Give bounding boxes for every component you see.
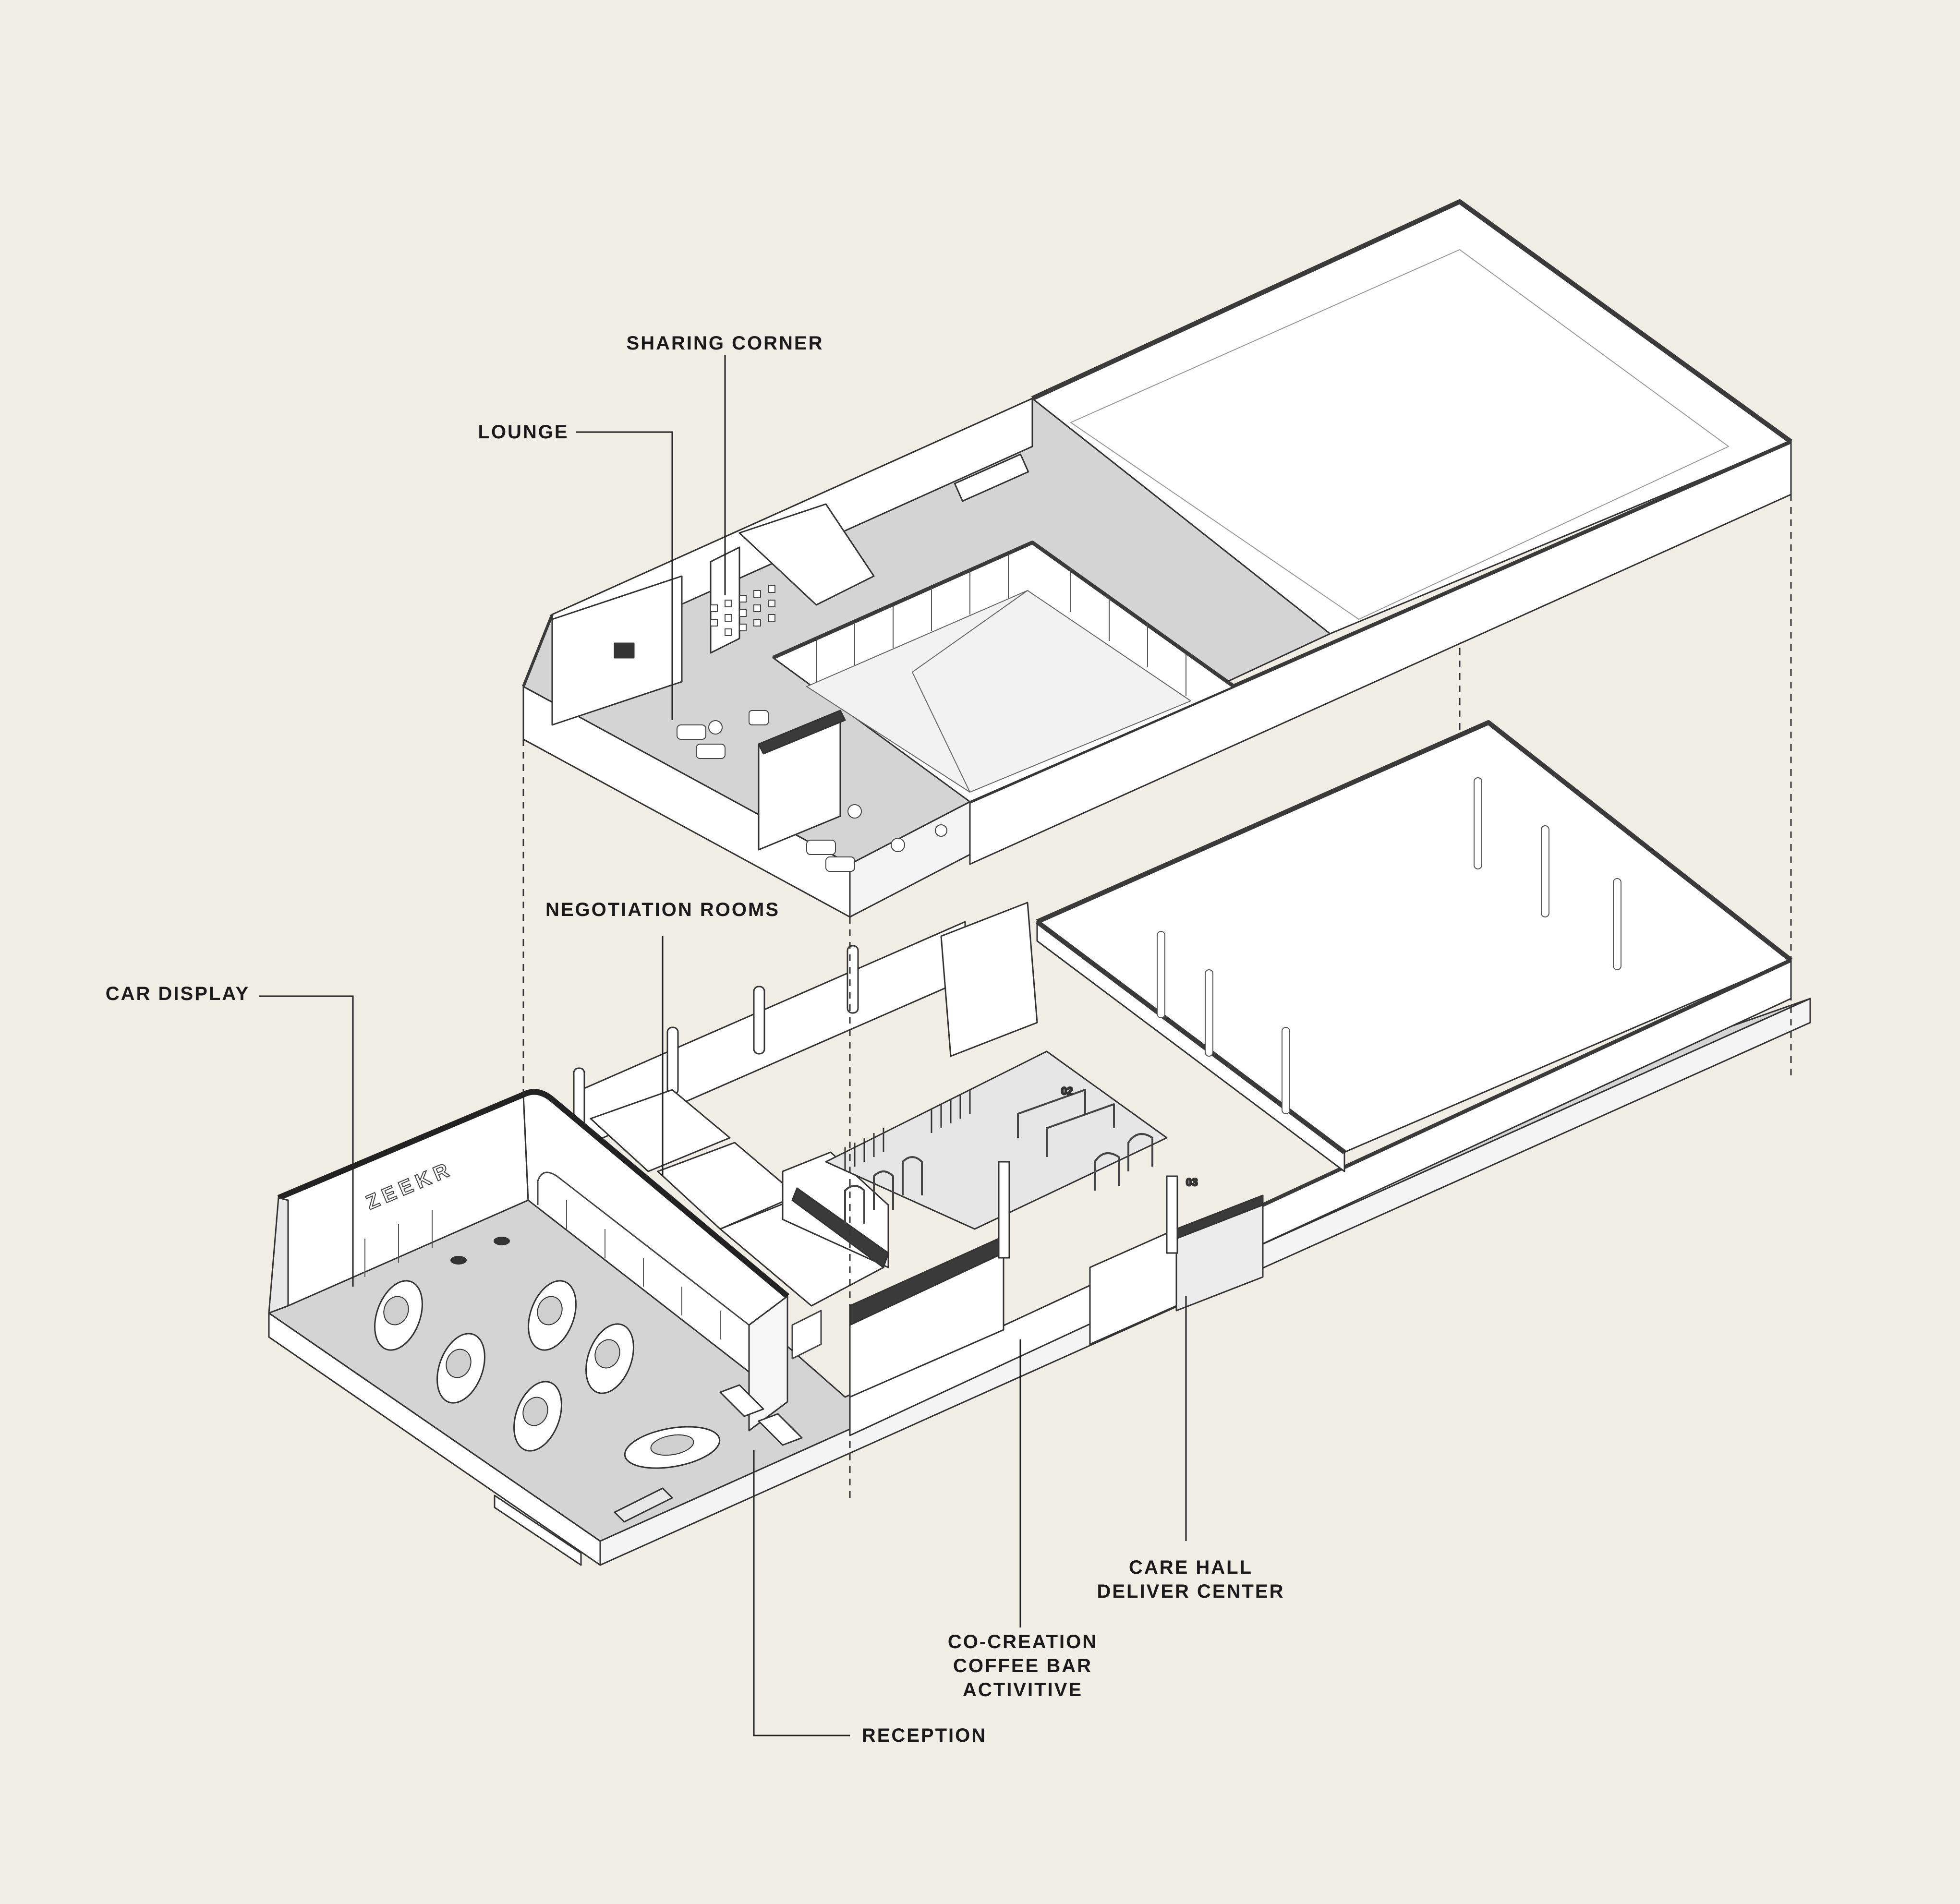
ground-room-dark-top bbox=[791, 1187, 889, 1268]
ground-showroom-left-end bbox=[268, 1197, 289, 1314]
ground-hall-wall-edge bbox=[1262, 958, 1792, 1207]
ground-column-cocreation bbox=[998, 1161, 1010, 1259]
upper-room-service bbox=[738, 503, 875, 606]
upper-left-edge bbox=[522, 614, 554, 687]
upper-atrium-floor bbox=[806, 590, 1191, 793]
ground-hall-divider-edge bbox=[1036, 920, 1346, 1154]
ground-hall-columns bbox=[1157, 777, 1621, 1114]
upper-skylight bbox=[954, 453, 1029, 502]
upper-furniture bbox=[677, 710, 947, 872]
ground-floor: ZEEKR bbox=[268, 720, 1811, 1566]
atrium-diagonal-1 bbox=[912, 590, 1028, 673]
ground-care-hall-wall bbox=[1089, 1228, 1177, 1345]
ground-hall-roof bbox=[1036, 722, 1792, 1153]
ground-plinth-step bbox=[494, 1494, 582, 1566]
zone-02-label: 02 bbox=[1061, 1085, 1073, 1097]
ground-glass-frames bbox=[844, 1089, 1153, 1224]
ground-reception-tables bbox=[614, 1384, 803, 1523]
upper-terrace-inner bbox=[1070, 249, 1729, 620]
atrium-diagonal-2 bbox=[912, 672, 970, 793]
reception-mat bbox=[614, 1487, 673, 1523]
ground-hall-parapet bbox=[1036, 720, 1793, 962]
ground-logo-plaque bbox=[791, 1310, 822, 1360]
leader-lounge bbox=[576, 431, 673, 720]
upper-atrium-mullions bbox=[816, 554, 1186, 696]
ground-column-care bbox=[1166, 1175, 1178, 1254]
ground-service-block bbox=[940, 902, 1038, 1057]
upper-atrium-glass-edge bbox=[772, 541, 1235, 688]
ground-showroom-arch bbox=[537, 1171, 750, 1326]
upper-lounge-partition-top bbox=[758, 710, 846, 755]
upper-floor bbox=[522, 199, 1792, 918]
ground-negotiation-room-1 bbox=[590, 1089, 731, 1172]
ground-showroom-glazing bbox=[364, 1200, 721, 1339]
alignment-dashes bbox=[522, 494, 1792, 1503]
ground-striped-screen bbox=[844, 1090, 971, 1171]
upper-dark-block bbox=[614, 642, 635, 659]
ground-display-tables bbox=[450, 1237, 510, 1265]
zone-03-label: 03 bbox=[1186, 1176, 1198, 1188]
upper-chairs-grid bbox=[710, 585, 775, 636]
leader-reception bbox=[753, 1450, 850, 1736]
leader-car-display bbox=[259, 995, 354, 1287]
upper-parapet-edge bbox=[1031, 199, 1792, 444]
callout-leaders bbox=[259, 355, 1187, 1736]
ground-cocreation-area bbox=[825, 1050, 1168, 1230]
ground-car-details bbox=[383, 1296, 694, 1456]
